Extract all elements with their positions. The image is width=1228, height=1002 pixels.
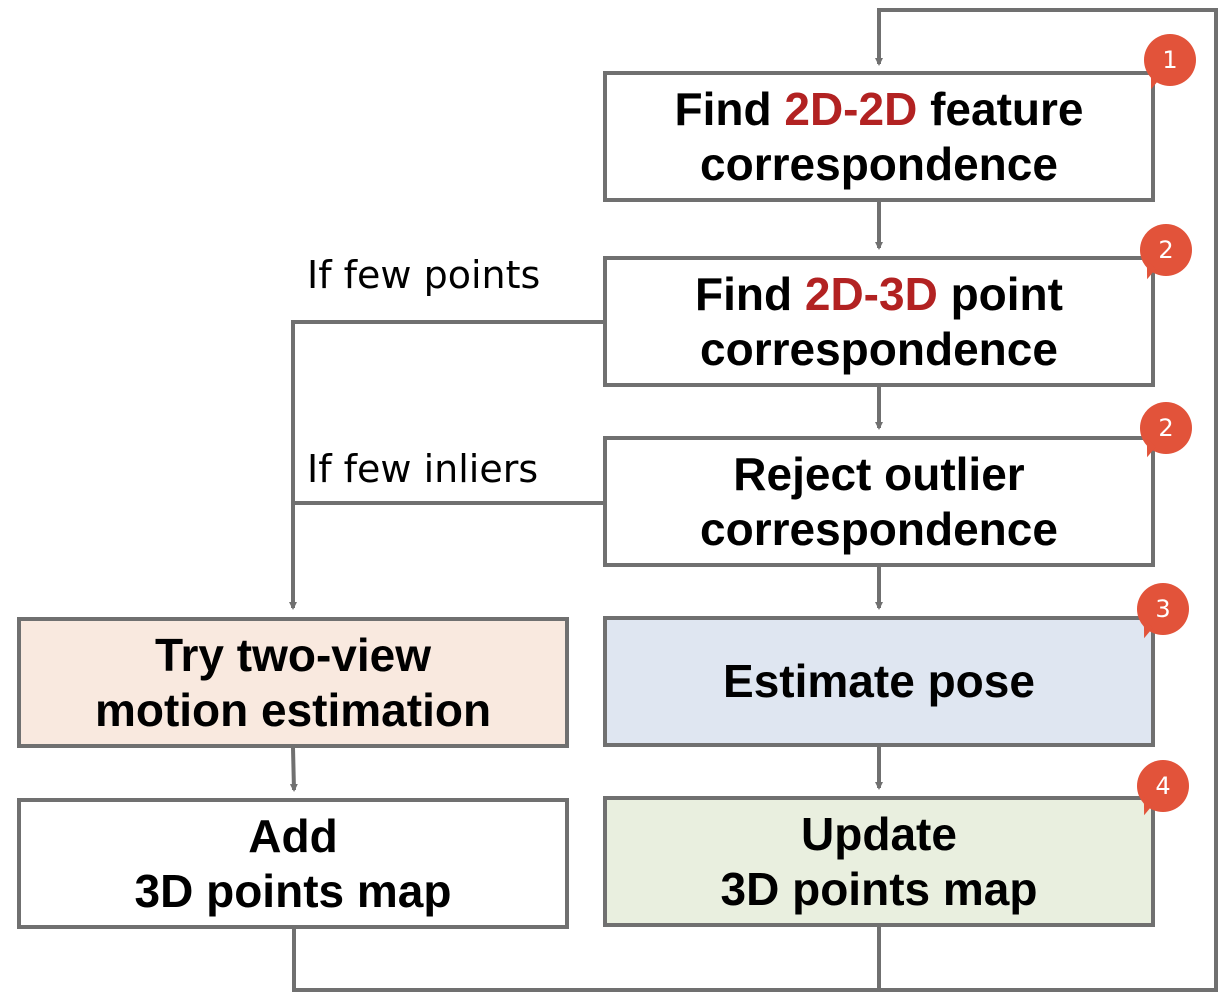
find-2d2d-suffix: feature [917,82,1084,135]
reject-line2: correspondence [700,502,1058,555]
node-reject-outlier: Reject outlier correspondence [603,436,1155,567]
try-line2: motion estimation [94,683,492,736]
step-badge-1: 1 [1144,34,1196,86]
loop-back-connector [292,8,1218,992]
add-line1: Add [248,809,338,862]
find-2d3d-line2: correspondence [700,322,1058,375]
reject-line1: Reject outlier [733,447,1025,500]
step-badge-2b: 2 [1140,402,1192,454]
node-estimate-pose: Estimate pose [603,616,1155,747]
try-line1: Try two-view [154,628,432,681]
step-badge-4: 4 [1137,760,1189,812]
step-badge-2a: 2 [1140,224,1192,276]
arrow-try-to-add [289,747,298,792]
find-2d3d-prefix: Find [695,267,805,320]
node-add-map: Add 3D points map [17,798,569,929]
find-2d2d-highlight: 2D-2D [784,82,918,135]
node-find-2d2d: Find 2D-2D feature correspondence [603,71,1155,202]
add-line2: 3D points map [134,864,452,917]
find-2d3d-suffix: point [937,267,1063,320]
update-line1: Update [801,807,957,860]
node-update-map: Update 3D points map [603,796,1155,927]
label-if-few-inliers: If few inliers [307,447,539,491]
step-badge-3: 3 [1137,583,1189,635]
find-2d3d-highlight: 2D-3D [804,267,938,320]
node-find-2d3d: Find 2D-3D point correspondence [603,256,1155,387]
find-2d2d-prefix: Find [674,82,785,135]
label-if-few-points: If few points [307,253,541,297]
update-line2: 3D points map [720,862,1038,915]
find-2d2d-line2: correspondence [700,137,1058,190]
estimate-line1: Estimate pose [723,655,1035,707]
node-try-two-view: Try two-view motion estimation [17,617,569,748]
branch-few-points [289,320,603,610]
